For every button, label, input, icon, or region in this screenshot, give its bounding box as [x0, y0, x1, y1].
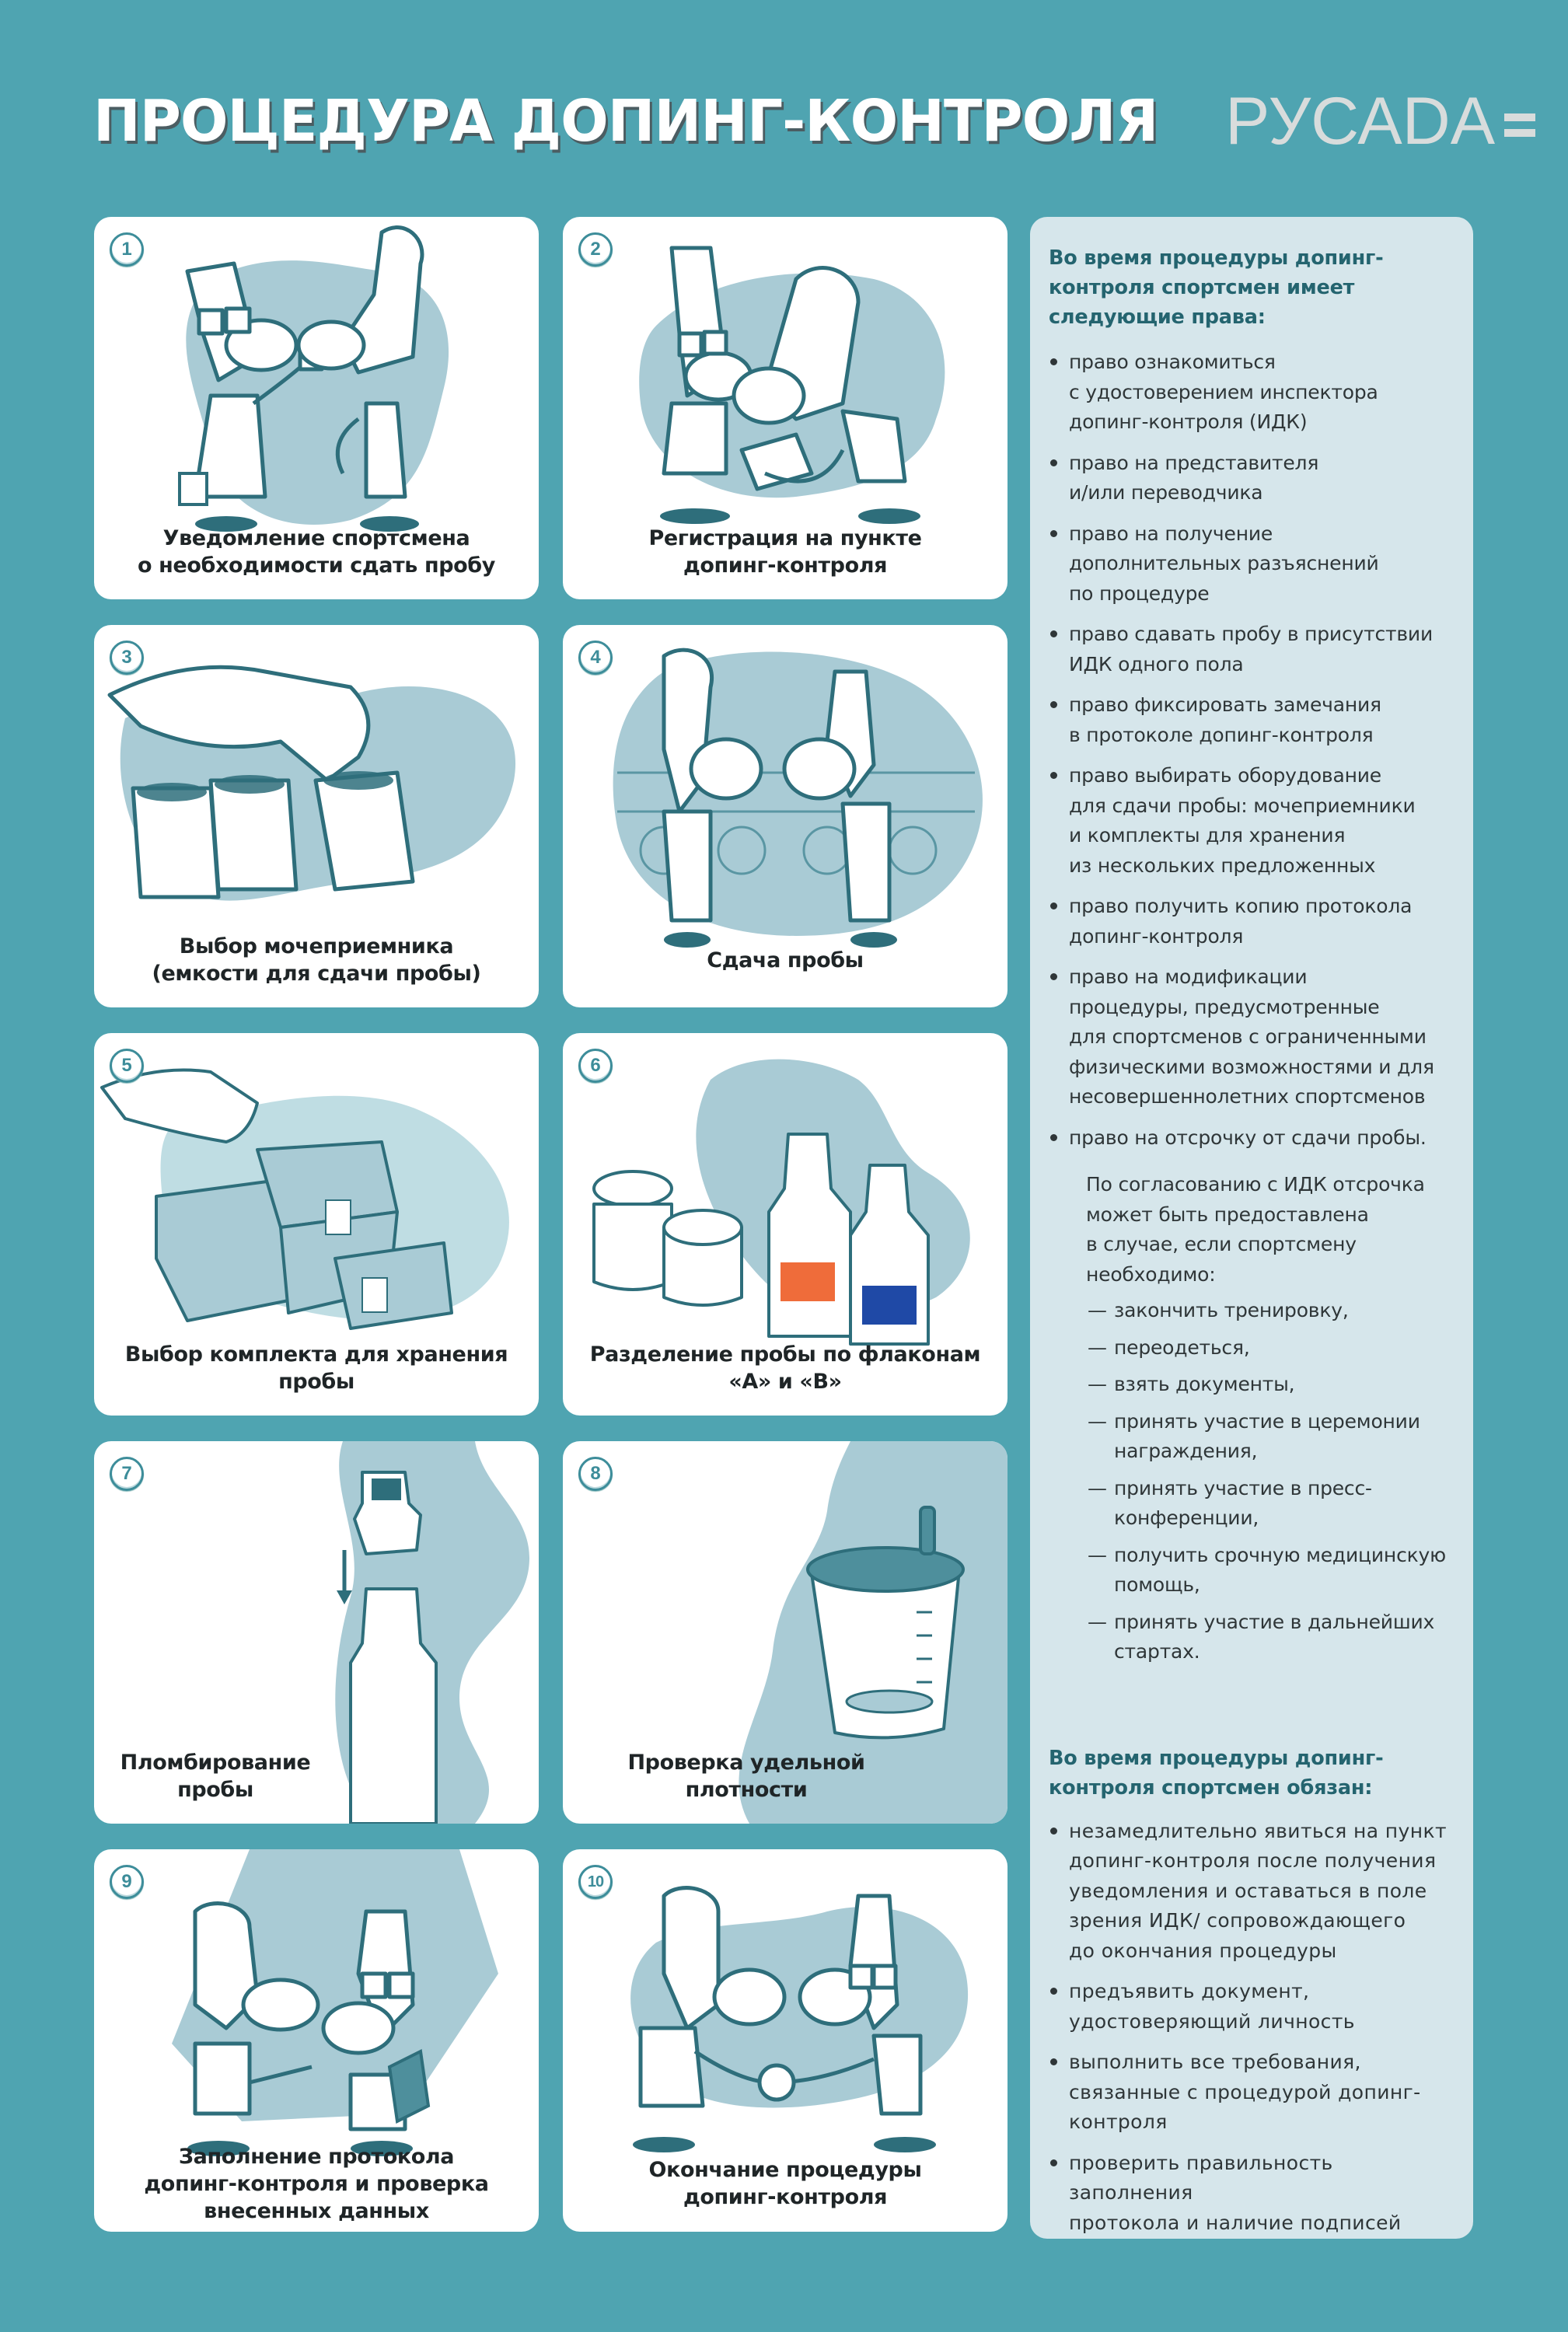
- list-item: право на отсрочку от сдачи пробы.: [1049, 1123, 1453, 1154]
- athlete-and-inspector-restroom-illustration: [613, 648, 983, 948]
- collection-cup-with-lid-illustration: [739, 1441, 1008, 1824]
- hand-picks-sample-kit-boxes-illustration: [100, 1068, 509, 1330]
- list-item: выполнить все требования,связанные с про…: [1049, 2047, 1453, 2138]
- step-card-3: 3 Выбор мочеприемника(емкости для сдачи …: [94, 625, 539, 1007]
- bottles-a-and-b-illustration: [592, 1059, 970, 1346]
- list-item: принять участие в пресс-конференции,: [1088, 1474, 1453, 1534]
- header: ПРОЦЕДУРА ДОПИНГ-КОНТРОЛЯ РУСАDA: [93, 84, 1536, 162]
- list-item: переодеться,: [1088, 1333, 1453, 1363]
- rusada-logo: РУСАDA: [1225, 84, 1536, 159]
- step-number-badge: 4: [578, 641, 613, 675]
- athlete-points-at-clipboard-illustration: [172, 1849, 498, 2156]
- step-caption: Выбор мочеприемника(емкости для сдачи пр…: [152, 934, 481, 986]
- not-equal-icon: [1490, 95, 1536, 148]
- step-caption: Сдача пробы: [707, 948, 864, 972]
- step-number-badge: 1: [110, 232, 144, 267]
- step-caption: Разделение пробы по флаконам«А» и «В»: [589, 1342, 981, 1394]
- obligations-heading: Во время процедуры допинг-контроля спорт…: [1049, 1746, 1384, 1800]
- step-number-badge: 6: [578, 1049, 613, 1083]
- step-number-badge: 5: [110, 1049, 144, 1083]
- handshake-illustration: [630, 1886, 969, 2152]
- rights-heading: Во время процедуры допинг-контроля спорт…: [1049, 246, 1384, 329]
- inspector-shows-badge-to-athlete-illustration: [178, 225, 449, 532]
- athlete-rights-panel: Во время процедуры допинг-контроля спорт…: [1030, 217, 1473, 2239]
- step-number-badge: 2: [578, 232, 613, 267]
- step-number-badge: 8: [578, 1457, 613, 1491]
- deferral-reasons-list: закончить тренировку, переодеться, взять…: [1088, 1296, 1453, 1667]
- list-item: закончить тренировку,: [1088, 1296, 1453, 1326]
- list-item: взять документы,: [1088, 1370, 1453, 1400]
- athlete-signs-clipboard-illustration: [639, 246, 945, 524]
- step-number-badge: 10: [578, 1865, 613, 1899]
- hand-picks-sealed-cups-illustration: [107, 665, 516, 901]
- step-number-badge: 7: [110, 1457, 144, 1491]
- page-title: ПРОЦЕДУРА ДОПИНГ-КОНТРОЛЯ: [93, 88, 1158, 155]
- cap-sealing-bottle-illustration: [335, 1441, 529, 1824]
- list-item: предъявить документ,удостоверяющий лично…: [1049, 1977, 1453, 2037]
- logo-text: РУСАDA: [1225, 84, 1496, 159]
- step-number-badge: 3: [110, 641, 144, 675]
- step-number-badge: 9: [110, 1865, 144, 1899]
- step-card-6: 6 Разделение пробы по флаконам«А» и «В»: [563, 1033, 1008, 1416]
- step-card-4: 4 Сдача пробы: [563, 625, 1008, 1007]
